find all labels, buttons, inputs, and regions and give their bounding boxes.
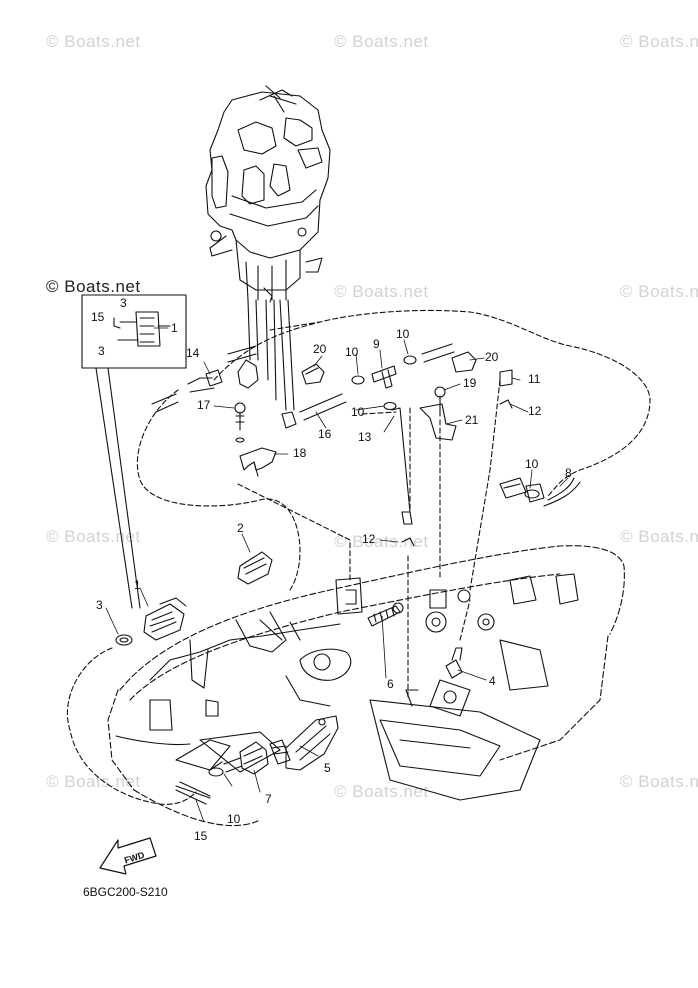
part-20-clamps [301,351,477,385]
callout-17: 17 [197,398,211,412]
watermark: © Boats.net [46,32,141,51]
part-5-grommet [269,715,339,771]
callout-10: 10 [345,345,359,359]
callout-20: 20 [485,350,499,364]
inset-callout-3: 3 [98,344,105,358]
watermark: © Boats.net [620,282,698,301]
lower-cowling [107,545,625,827]
hose-routes [66,309,651,805]
callout-12: 12 [528,404,542,418]
part-7-hose-joint [223,741,269,775]
part-2-grommet [237,551,273,585]
watermark: © Boats.net [620,772,698,791]
watermark: © Boats.net [334,782,429,801]
watermark: © Boats.net [334,282,429,301]
watermark: © Boats.net [46,277,141,296]
part-17-screw [234,402,246,443]
hose-segments [151,343,581,805]
callout-21: 21 [465,413,479,427]
callout-18: 18 [293,446,307,460]
part-10-clamps [351,355,540,499]
part-1-grommet [143,597,187,641]
part-8-hose-fitting [499,477,545,503]
part-21-bracket [419,403,457,441]
cowling-detail [115,573,579,801]
callout-20: 20 [313,342,327,356]
watermark: © Boats.net [334,32,429,51]
callout-6: 6 [387,677,394,691]
part-9-t-joint [371,365,397,389]
callout-14: 14 [186,346,200,360]
part-19-bolt [434,386,446,417]
callout-19: 19 [463,376,477,390]
callout-12: 12 [362,532,376,546]
watermark: © Boats.net [334,532,429,551]
callout-16: 16 [318,427,332,441]
callout-3: 3 [96,598,103,612]
inset-callout-3: 3 [120,296,127,310]
inset-callout-15: 15 [91,310,105,324]
callout-10: 10 [227,812,241,826]
watermark: © Boats.net [620,32,698,51]
inset-detail [81,294,187,609]
part-12-clip [401,399,513,547]
part-10-clip [208,761,224,777]
engine-tubes [237,299,297,429]
part-4-plug [445,647,463,679]
callout-15: 15 [194,829,208,843]
callout-10: 10 [525,457,539,471]
engine-block [205,85,331,303]
callout-11: 11 [528,372,541,386]
fwd-arrow: FWD [99,837,157,875]
part-18-bracket [239,447,277,477]
part-6-screw [367,602,404,627]
inset-callout-1: 1 [171,321,178,335]
callout-8: 8 [565,466,572,480]
callout-10: 10 [396,327,410,341]
callout-9: 9 [373,337,380,351]
callout-2: 2 [237,521,244,535]
watermark: © Boats.net [46,772,141,791]
callout-7: 7 [265,792,272,806]
part-3-clamp [115,634,133,646]
diagram-code: 6BGC200-S210 [83,885,168,899]
leader-lines [105,327,569,823]
callout-5: 5 [324,761,331,775]
watermark: © Boats.net [46,527,141,546]
watermark: © Boats.net [620,527,698,546]
part-14-joint [205,369,223,387]
callout-13: 13 [358,430,372,444]
callout-1: 1 [134,578,141,592]
callout-4: 4 [489,674,496,688]
callout-10: 10 [351,405,365,419]
